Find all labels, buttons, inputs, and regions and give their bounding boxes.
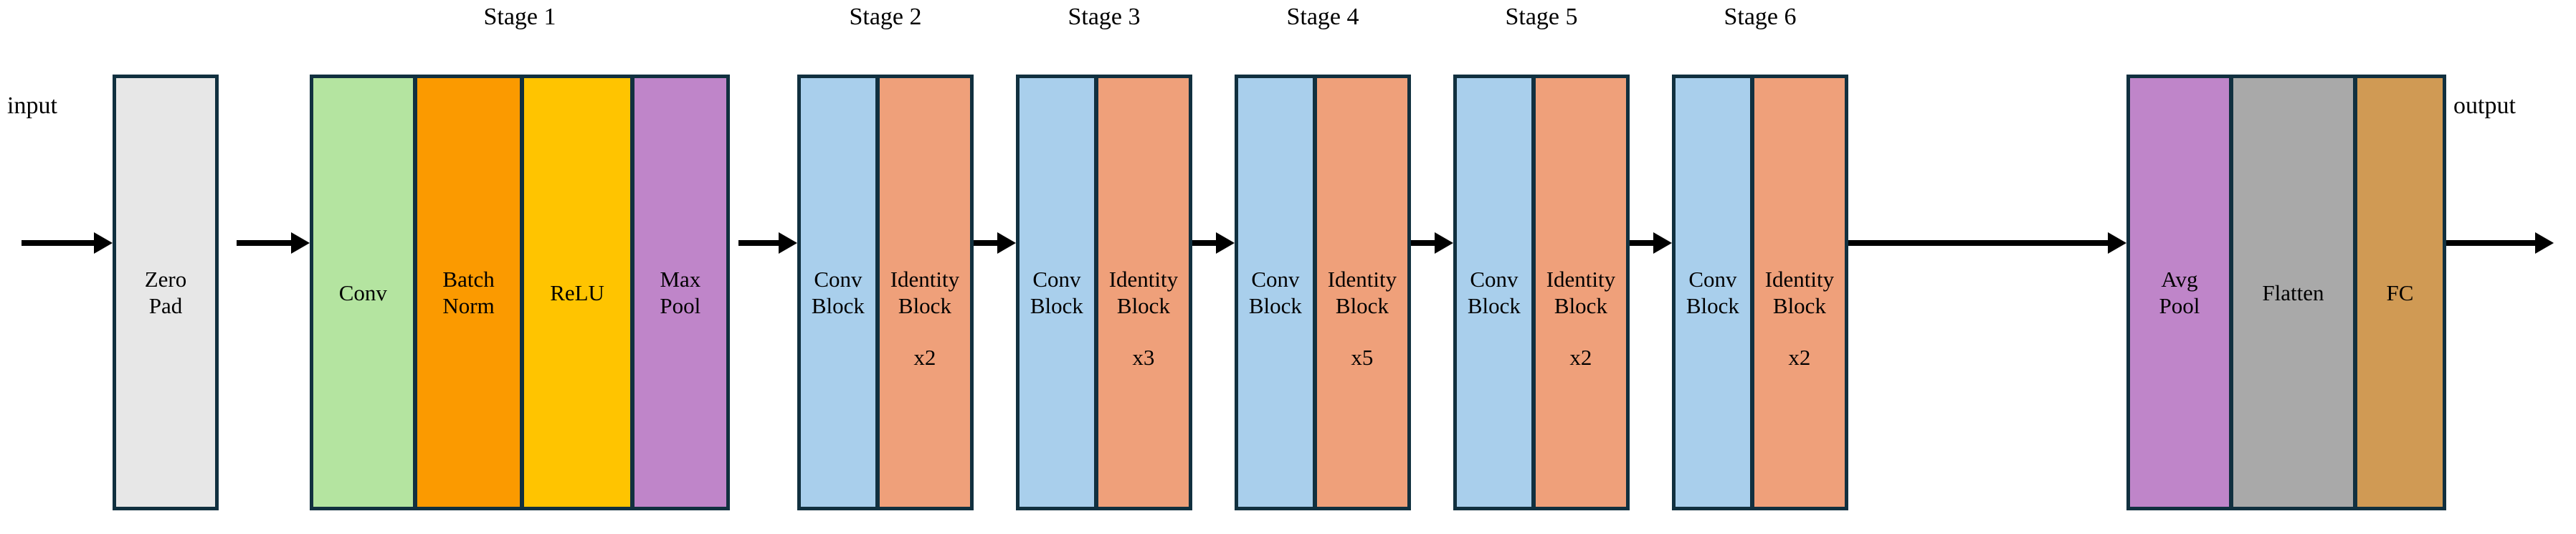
block-label-line2: Block: [1248, 293, 1302, 318]
arrow-head-icon: [779, 232, 797, 254]
block-label-line1: Identity: [1108, 267, 1179, 292]
block-label-line1: Conv: [1032, 267, 1081, 292]
stage-title-6: Stage 6: [1724, 4, 1797, 30]
arrow-shaft: [1848, 240, 2109, 246]
arrow-shaft: [1192, 240, 1217, 246]
arrow-head-icon: [291, 232, 310, 254]
block-label-line1: ReLU: [550, 280, 604, 305]
stage-title-3: Stage 3: [1068, 4, 1141, 30]
block-label-line2: Block: [898, 293, 951, 318]
block-label-line1: Identity: [1546, 267, 1616, 292]
block-label-line2: Block: [1467, 293, 1521, 318]
stage-title-4: Stage 4: [1286, 4, 1359, 30]
block-label-line1: Conv: [814, 267, 862, 292]
arrow-shaft: [1630, 240, 1655, 246]
block-conv[interactable]: Conv: [313, 78, 415, 507]
block-label-line2: Block: [1686, 293, 1739, 318]
block-label-line1: Batch: [442, 267, 495, 292]
arrow-shaft: [237, 240, 293, 246]
arrow-shaft: [22, 240, 95, 246]
block-repeat-count: x2: [913, 344, 936, 370]
arrow-head-icon: [94, 232, 113, 254]
block-repeat-count: x2: [1788, 344, 1811, 370]
stage-title-2: Stage 2: [849, 4, 922, 30]
block-label-line2: Block: [1772, 293, 1826, 318]
arrow-head-icon: [1435, 232, 1453, 254]
block-label-line1: Flatten: [2262, 280, 2324, 305]
block-label-line2: Block: [1554, 293, 1607, 318]
arrow-shaft: [738, 240, 780, 246]
block-label-line2: Block: [1116, 293, 1170, 318]
block-repeat-count: x3: [1132, 344, 1155, 370]
block-label-line2: Block: [1030, 293, 1083, 318]
block-repeat-count: x2: [1569, 344, 1592, 370]
block-label-line2: Block: [811, 293, 865, 318]
stage-title-1: Stage 1: [483, 4, 556, 30]
output-label: output: [2453, 92, 2516, 119]
block-label-line1: Zero: [144, 267, 187, 292]
block-label-line2: Block: [1335, 293, 1389, 318]
block-label-line1: Max: [660, 267, 701, 292]
arrow-shaft: [2446, 240, 2537, 246]
block-label-line1: Conv: [1688, 267, 1737, 292]
arrow-shaft: [1411, 240, 1436, 246]
arrow-head-icon: [1653, 232, 1672, 254]
input-label: input: [7, 92, 57, 119]
block-label-line1: Identity: [1764, 267, 1835, 292]
arrow-head-icon: [2108, 232, 2126, 254]
block-label-line1: Conv: [1470, 267, 1518, 292]
arrow-shaft: [974, 240, 999, 246]
block-label-line1: Conv: [338, 280, 387, 305]
block-label-line2: Pool: [660, 293, 701, 318]
block-label-line1: FC: [2386, 280, 2414, 305]
block-label-line2: Pool: [2159, 293, 2200, 318]
block-label-line2: Pad: [148, 293, 183, 318]
block-label-line1: Avg: [2161, 267, 2198, 292]
block-fc[interactable]: FC: [2355, 78, 2443, 507]
arrow-head-icon: [1216, 232, 1235, 254]
arrow-head-icon: [997, 232, 1016, 254]
block-label-line1: Conv: [1251, 267, 1300, 292]
block-label-line2: Norm: [442, 293, 495, 318]
block-relu[interactable]: ReLU: [522, 78, 632, 507]
stage-title-5: Stage 5: [1505, 4, 1578, 30]
block-repeat-count: x5: [1351, 344, 1374, 370]
block-flatten[interactable]: Flatten: [2230, 78, 2356, 507]
arrow-head-icon: [2535, 232, 2554, 254]
block-label-line1: Identity: [890, 267, 960, 292]
block-label-line1: Identity: [1327, 267, 1397, 292]
